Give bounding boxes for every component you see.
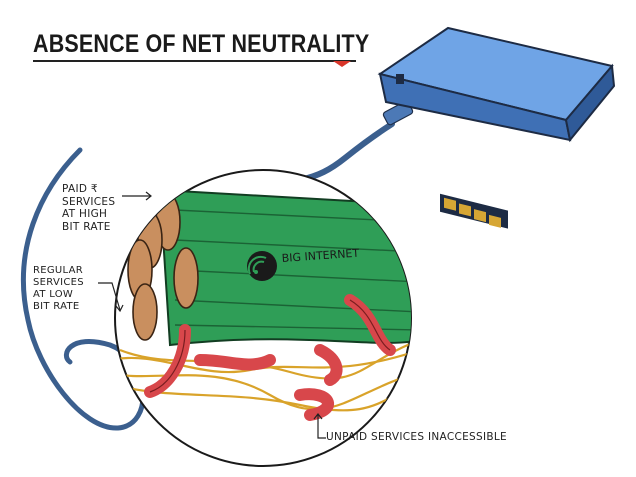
page-title: ABSENCE OF NET NEUTRALITY bbox=[33, 30, 370, 58]
paid-line-2: SERVICES bbox=[62, 195, 116, 208]
label-arrows bbox=[98, 191, 326, 439]
regular-line-1: REGULAR bbox=[33, 265, 84, 276]
green-cable bbox=[158, 188, 411, 347]
blue-cord-left bbox=[20, 147, 146, 431]
paid-services-label: PAID ₹ SERVICES AT HIGH BIT RATE bbox=[62, 183, 115, 233]
blue-cord-router bbox=[297, 121, 395, 183]
paid-line-3: AT HIGH bbox=[62, 208, 108, 220]
paid-line-4: BIT RATE bbox=[62, 220, 111, 233]
regular-services-label: REGULAR SERVICES AT LOW BIT RATE bbox=[33, 265, 84, 313]
unpaid-services-label: UNPAID SERVICES INACCESSIBLE bbox=[326, 431, 507, 443]
title-accent-mark bbox=[333, 61, 351, 67]
regular-line-2: SERVICES bbox=[33, 277, 84, 288]
rupee-icon: ₹ bbox=[90, 183, 98, 195]
wifi-icon bbox=[247, 251, 277, 281]
regular-line-3: AT LOW bbox=[33, 289, 74, 300]
paid-line-1: PAID ₹ bbox=[62, 183, 98, 195]
regular-line-4: BIT RATE bbox=[33, 301, 80, 312]
title-underline bbox=[33, 60, 356, 62]
cable-label: BIG INTERNET bbox=[281, 247, 359, 265]
router-icon bbox=[377, 26, 616, 229]
